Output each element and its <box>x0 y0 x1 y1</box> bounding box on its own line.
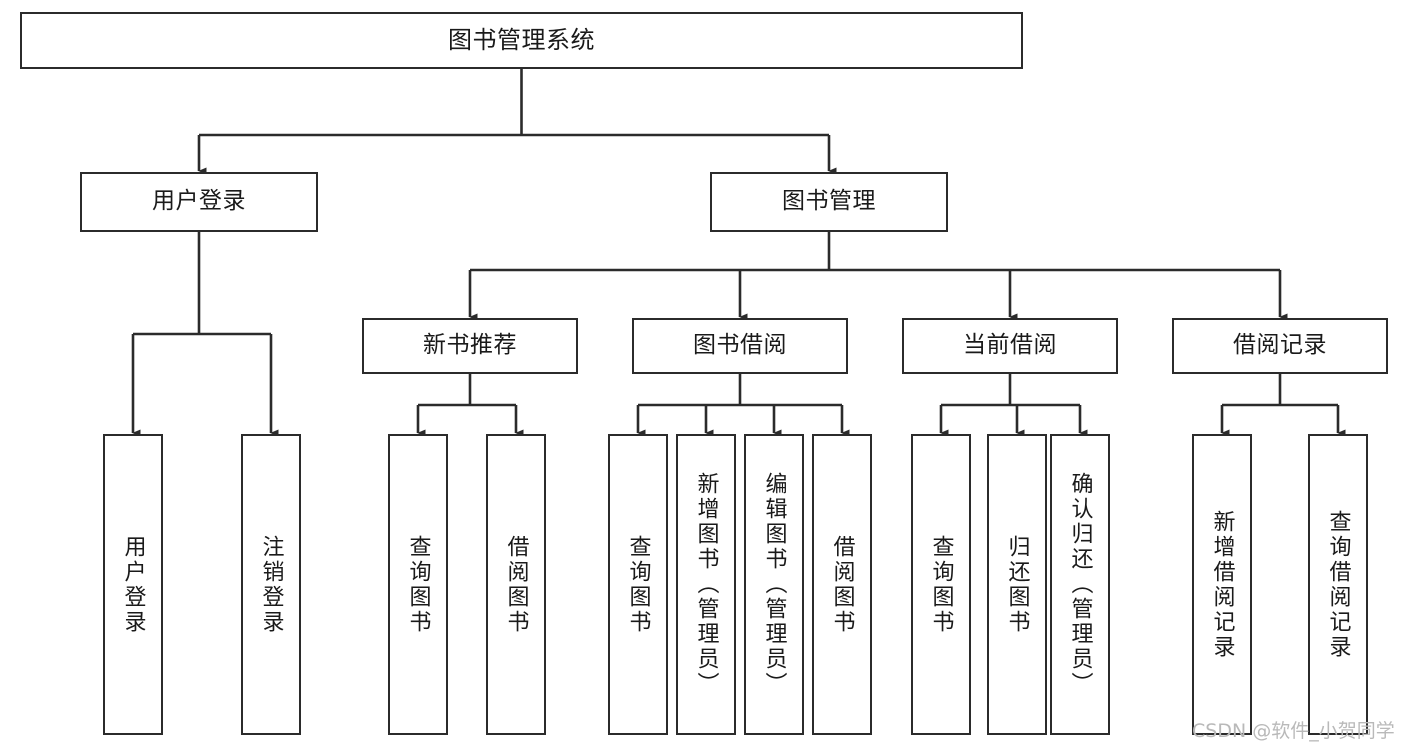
node-label-leaf-borrow-book-1: 借阅图书 <box>503 534 529 635</box>
node-leaf-query-book-3[interactable]: 查询图书 <box>911 434 971 735</box>
node-current-borrow[interactable]: 当前借阅 <box>902 318 1118 374</box>
node-root[interactable]: 图书管理系统 <box>20 12 1023 69</box>
node-leaf-query-book-2[interactable]: 查询图书 <box>608 434 668 735</box>
node-leaf-edit-book[interactable]: 编辑图书（管理员） <box>744 434 804 735</box>
node-label-book-borrow: 图书借阅 <box>693 332 787 359</box>
node-leaf-add-record[interactable]: 新增借阅记录 <box>1192 434 1252 735</box>
node-label-leaf-query-book-2: 查询图书 <box>625 534 651 635</box>
node-borrow-record[interactable]: 借阅记录 <box>1172 318 1388 374</box>
node-label-leaf-query-book-1: 查询图书 <box>405 534 431 635</box>
node-label-leaf-user-login: 用户登录 <box>120 534 146 635</box>
node-new-book-rec[interactable]: 新书推荐 <box>362 318 578 374</box>
edge-layer <box>131 69 1346 437</box>
node-label-new-book-rec: 新书推荐 <box>423 332 517 359</box>
node-leaf-confirm-return[interactable]: 确认归还（管理员） <box>1050 434 1110 735</box>
node-book-manage[interactable]: 图书管理 <box>710 172 948 232</box>
node-leaf-user-logout[interactable]: 注销登录 <box>241 434 301 735</box>
node-leaf-return-book[interactable]: 归还图书 <box>987 434 1047 735</box>
node-label-leaf-query-record: 查询借阅记录 <box>1325 509 1351 660</box>
node-leaf-user-login[interactable]: 用户登录 <box>103 434 163 735</box>
node-leaf-add-book[interactable]: 新增图书（管理员） <box>676 434 736 735</box>
node-leaf-borrow-book-1[interactable]: 借阅图书 <box>486 434 546 735</box>
csdn-watermark: CSDN @软件_小贺同学 <box>1192 720 1395 742</box>
node-leaf-borrow-book-2[interactable]: 借阅图书 <box>812 434 872 735</box>
node-label-root: 图书管理系统 <box>448 26 595 55</box>
node-label-leaf-user-logout: 注销登录 <box>258 534 284 635</box>
node-user-login[interactable]: 用户登录 <box>80 172 318 232</box>
node-leaf-query-book-1[interactable]: 查询图书 <box>388 434 448 735</box>
node-label-user-login: 用户登录 <box>152 188 246 215</box>
node-label-leaf-edit-book: 编辑图书（管理员） <box>761 472 787 697</box>
node-label-leaf-query-book-3: 查询图书 <box>928 534 954 635</box>
node-label-leaf-return-book: 归还图书 <box>1004 534 1030 635</box>
node-label-borrow-record: 借阅记录 <box>1233 332 1327 359</box>
node-label-leaf-borrow-book-2: 借阅图书 <box>829 534 855 635</box>
node-label-leaf-confirm-return: 确认归还（管理员） <box>1067 472 1093 697</box>
node-label-leaf-add-book: 新增图书（管理员） <box>693 472 719 697</box>
node-leaf-query-record[interactable]: 查询借阅记录 <box>1308 434 1368 735</box>
node-label-current-borrow: 当前借阅 <box>963 332 1057 359</box>
node-book-borrow[interactable]: 图书借阅 <box>632 318 848 374</box>
node-label-leaf-add-record: 新增借阅记录 <box>1209 509 1235 660</box>
node-label-book-manage: 图书管理 <box>782 188 876 215</box>
